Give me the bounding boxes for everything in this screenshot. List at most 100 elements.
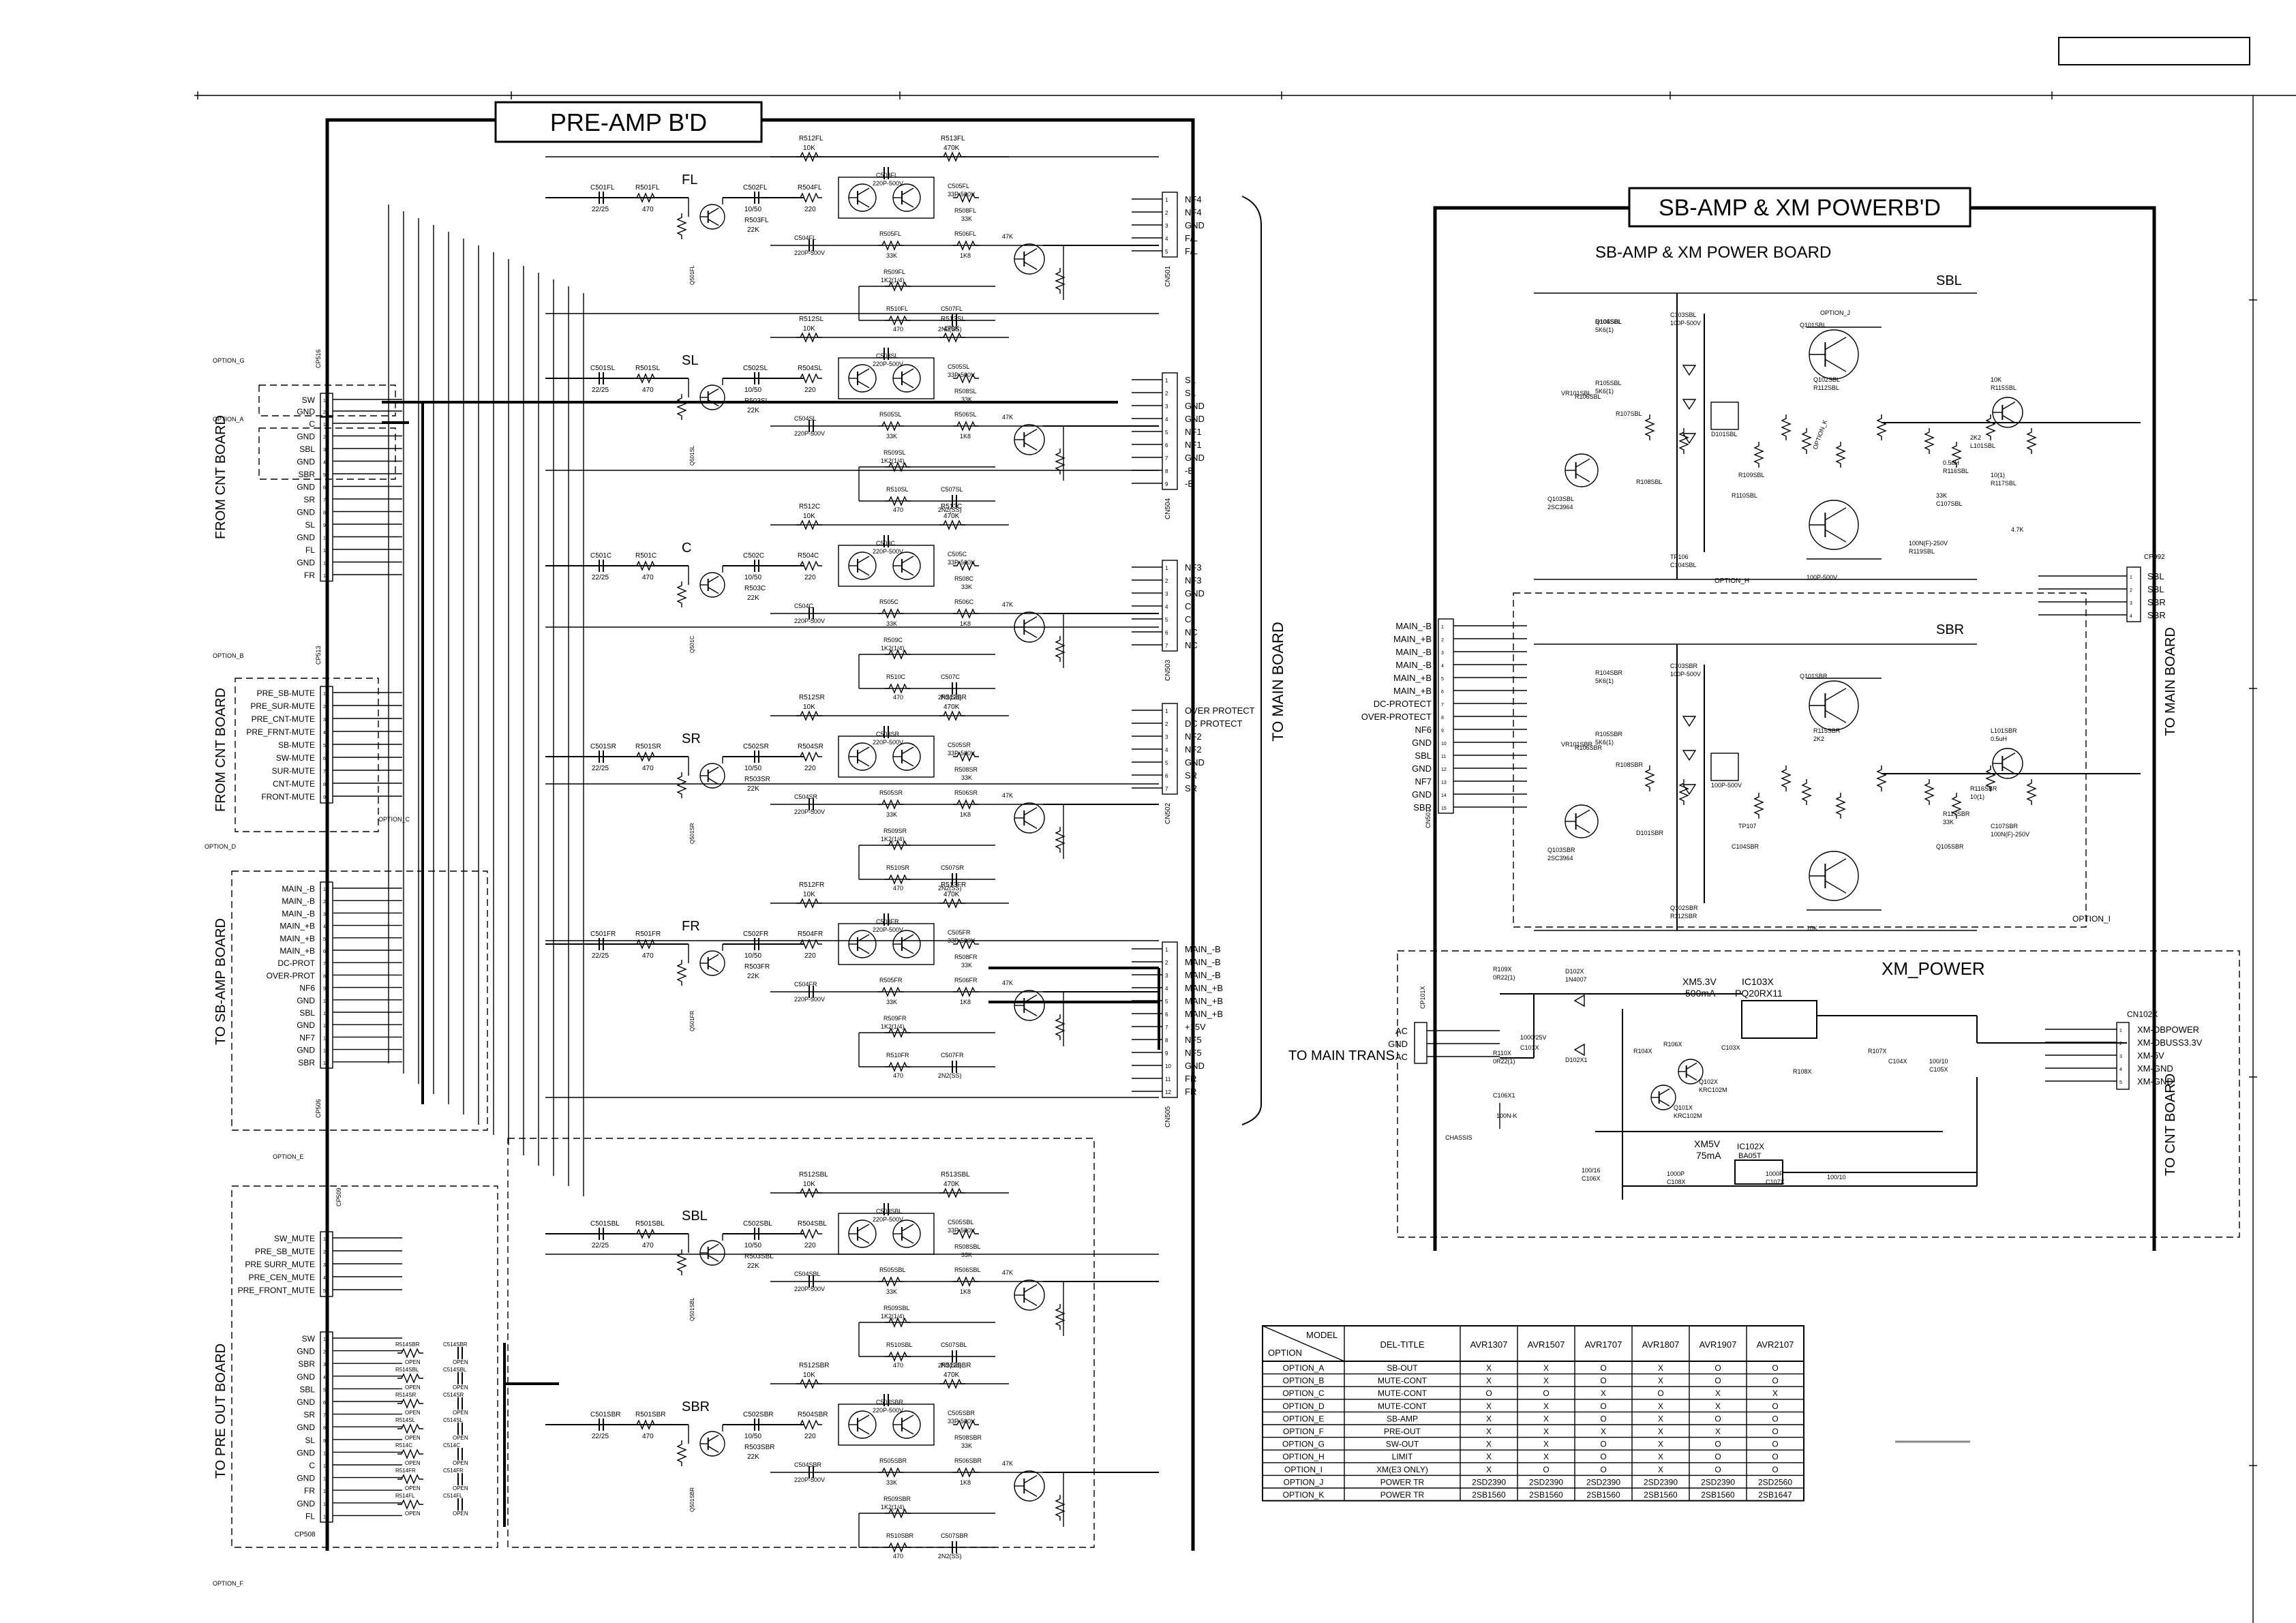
table-cell: O (1600, 1401, 1606, 1411)
pin-label: XM-GND (2137, 1063, 2173, 1074)
table-cell: O (1543, 1389, 1549, 1398)
part-ref: R512SR (799, 694, 825, 701)
transistor-emitter (708, 1445, 719, 1453)
stage-resistor (796, 939, 822, 950)
pin-number: 10 (323, 536, 329, 541)
pin-label: NF7 (299, 1033, 315, 1042)
lo-resistor-2 (885, 1351, 911, 1362)
diff-pair-box (838, 545, 935, 587)
part-label: 10K (1991, 376, 2002, 383)
pin-label: MAIN_+B (1185, 996, 1223, 1006)
part-value: 10/50 (744, 386, 761, 394)
output-transistor (1014, 990, 1045, 1021)
pin-number: 3 (323, 448, 326, 453)
pin-number: 4 (1441, 664, 1444, 669)
pin-label: SR (1185, 783, 1197, 793)
part-ref: C507SBL (941, 1341, 967, 1348)
input-cap (599, 1419, 604, 1431)
part-ref: R508SL (954, 388, 977, 395)
transistor-collector (1825, 507, 1847, 521)
pin-number: 8 (323, 1426, 326, 1431)
transistor-collector (708, 207, 719, 215)
pin-label: FR (304, 571, 315, 580)
part-ref: C501SL (590, 365, 616, 372)
table-cell: O (1600, 1452, 1606, 1461)
feedback-resistor (796, 898, 822, 909)
table-cell: 2SB1560 (1701, 1490, 1735, 1500)
part-label: Q103SBR (1547, 847, 1575, 853)
comp-cap-2 (809, 239, 814, 252)
part-value: 220P-500V (873, 926, 903, 933)
preout-resistor (397, 1474, 423, 1485)
pin-number: 4 (323, 1376, 326, 1380)
lo-cap (952, 495, 957, 507)
transistor-collector (708, 388, 719, 396)
part-label: R119SBL (1909, 548, 1935, 555)
pin-number: 4 (1165, 416, 1168, 423)
pin-number: 6 (1165, 442, 1168, 449)
part-value: 470 (642, 1433, 654, 1440)
part-value: 470 (893, 694, 903, 701)
part-label: C103SBL (1670, 312, 1697, 318)
part-ref: R513FR (941, 881, 966, 889)
preamp-board: PRE-AMP B'D C501FL22/25R501FL470FLQ501FL… (325, 101, 1286, 1560)
pin-number: 1 (323, 399, 326, 404)
part-label: 5K6(1) (1595, 388, 1614, 395)
stage-resistor (796, 192, 822, 203)
pin-label: SBL (299, 1384, 315, 1394)
transistor-emitter (857, 1427, 870, 1435)
part-ref: R505SR (879, 789, 903, 796)
part-label: Q105SBR (1936, 843, 1964, 850)
pin-label: CNT-MUTE (273, 779, 315, 789)
transistor-emitter (1825, 529, 1847, 543)
pin-number: 3 (1441, 651, 1444, 656)
table-title: POWER TR (1380, 1490, 1425, 1500)
part-ref: R501SL (635, 365, 661, 372)
mid-resistor (878, 608, 904, 619)
part-value: 2N2(SS) (938, 1553, 962, 1560)
comp-cap (883, 535, 889, 547)
part-ref: R508SBR (954, 1434, 982, 1441)
pin-label: MAIN_-B (282, 896, 315, 906)
pin-label: MAIN_-B (282, 884, 315, 894)
pin-number: 2 (1165, 391, 1168, 397)
preamp-bus-wiring (382, 156, 1160, 1385)
transistor-collector (857, 1224, 870, 1232)
pin-label: SBR (298, 1359, 315, 1369)
table-cell: X (1658, 1440, 1663, 1449)
table-cell: X (1543, 1401, 1549, 1411)
part-ref: R504C (798, 552, 819, 560)
pin-number: 11 (323, 549, 328, 553)
part-ref: C503FR (876, 918, 899, 925)
part-value: 10K (803, 1371, 815, 1379)
part-ref: R501SBL (635, 1220, 665, 1228)
part-ref: R510FR (886, 1052, 909, 1059)
transistor-collector (901, 1414, 914, 1423)
transistor-collector (1023, 806, 1038, 816)
resistor (1985, 765, 1996, 791)
resistor (1781, 414, 1792, 440)
table-cell: 2SB1647 (1758, 1490, 1792, 1500)
part-label: 2SC3964 (1547, 504, 1573, 511)
pin-label: GND (297, 558, 315, 568)
preamp-title-box (494, 101, 763, 143)
input-resistor (633, 1419, 659, 1430)
part-ref: C504FL (794, 234, 816, 241)
transistor-collector (857, 1414, 870, 1423)
part-value: 220P-500V (794, 249, 825, 256)
part-ref: Q501SBL (689, 1297, 695, 1321)
part-value: 47K (1002, 980, 1013, 986)
feedback-resistor (796, 151, 822, 162)
pin-number: 14 (323, 1502, 329, 1507)
part-label: Q102X (1699, 1078, 1718, 1085)
pin-label: MAIN_-B (1185, 957, 1221, 967)
part-label: C104SBR (1732, 843, 1759, 850)
comp-cap (883, 1203, 889, 1215)
pin-label: DC PROTECT (1185, 718, 1243, 729)
table-cell: O (1772, 1376, 1778, 1386)
connector-body (2126, 566, 2141, 622)
pin-label: NF4 (1185, 194, 1202, 204)
pin-number: 15 (323, 1515, 329, 1519)
pin-number: 2 (323, 1350, 326, 1355)
